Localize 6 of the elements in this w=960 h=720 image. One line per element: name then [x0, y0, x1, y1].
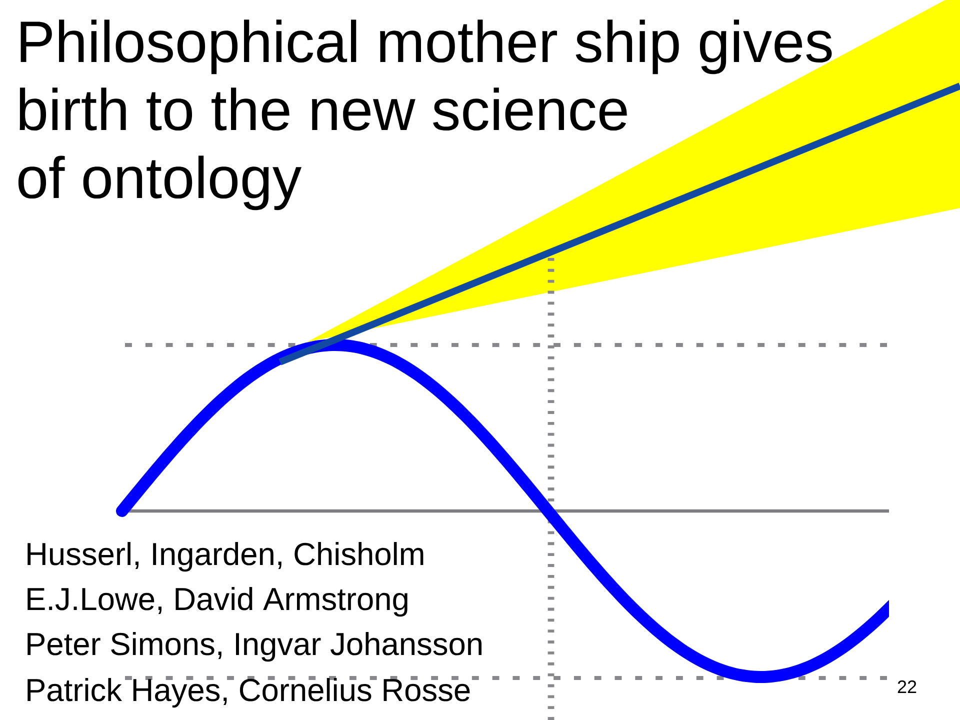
page-number: 22 [898, 680, 916, 693]
author-names: E.J.Lowe, David Armstrong [28, 587, 408, 617]
title: Philosophical mother ship gives birth to the new science of ontology [18, 20, 832, 210]
author-names: Husserl, Ingarden, Chisholm [28, 542, 424, 572]
author-names: Patrick Hayes, Cornelius Rosse [28, 678, 470, 708]
author-names: Peter Simons, Ingvar Johansson [28, 632, 482, 662]
